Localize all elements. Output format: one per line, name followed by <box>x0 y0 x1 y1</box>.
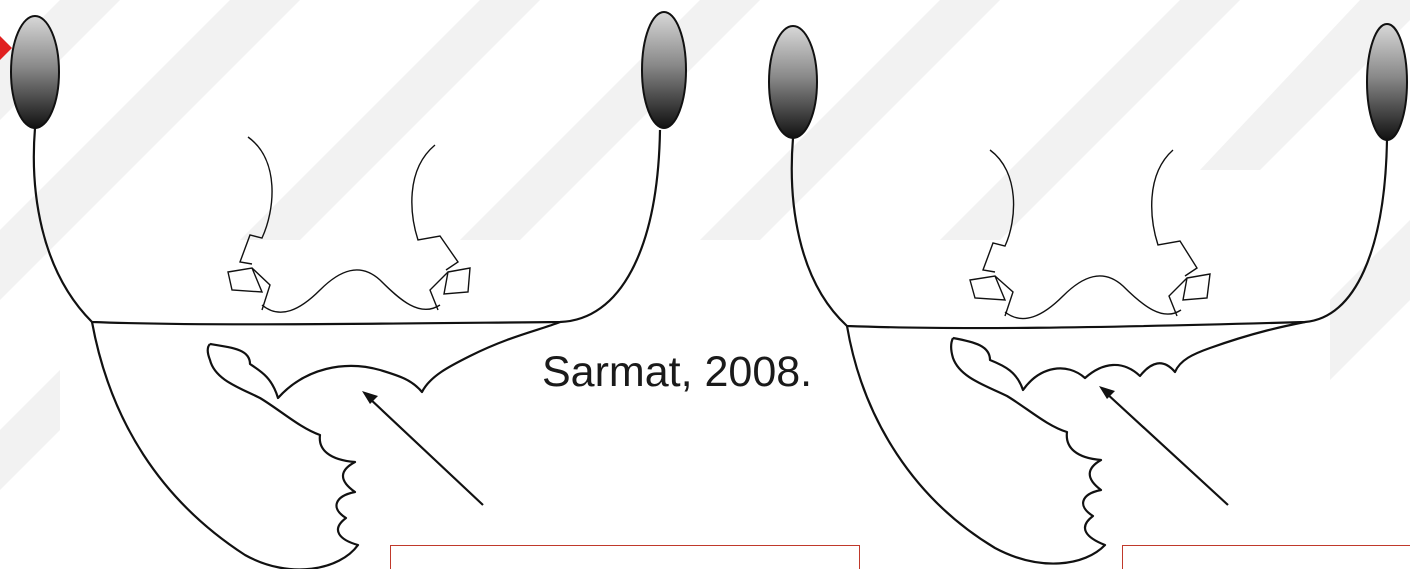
head-outline <box>790 137 1389 330</box>
clypeus-notch-edge <box>952 320 1306 392</box>
left-flap <box>227 267 271 311</box>
right-caption-box <box>1122 545 1410 569</box>
left-head-diagram <box>0 0 700 569</box>
tentorium-left-curve <box>982 149 1015 273</box>
right-arrow-head <box>1099 386 1115 399</box>
left-antenna-club <box>10 15 60 129</box>
tentorium-left-curve <box>239 136 273 265</box>
right-arrow-shaft <box>1104 391 1229 506</box>
right-antenna-club <box>1366 23 1408 141</box>
tentorium-right-curve <box>411 144 459 271</box>
left-arrow-shaft <box>367 396 484 506</box>
citation-text: Sarmat, 2008. <box>542 348 813 396</box>
left-arrow-head <box>362 391 378 404</box>
right-head-diagram <box>755 0 1410 569</box>
right-flap <box>1168 273 1211 317</box>
clypeus-notch-edge <box>209 320 561 400</box>
left-antenna-club <box>768 25 818 139</box>
right-antenna-club <box>641 11 687 129</box>
red-arrow-mark <box>0 36 12 60</box>
inner-wave <box>1004 275 1182 320</box>
left-flap <box>969 275 1014 317</box>
tentorium-right-curve <box>1151 149 1198 277</box>
head-outline <box>32 127 662 326</box>
inner-wave <box>261 269 441 313</box>
right-flap <box>429 267 471 311</box>
left-caption-box <box>390 545 860 569</box>
mandible-outline <box>90 321 360 569</box>
mandible-outline <box>845 325 1107 565</box>
